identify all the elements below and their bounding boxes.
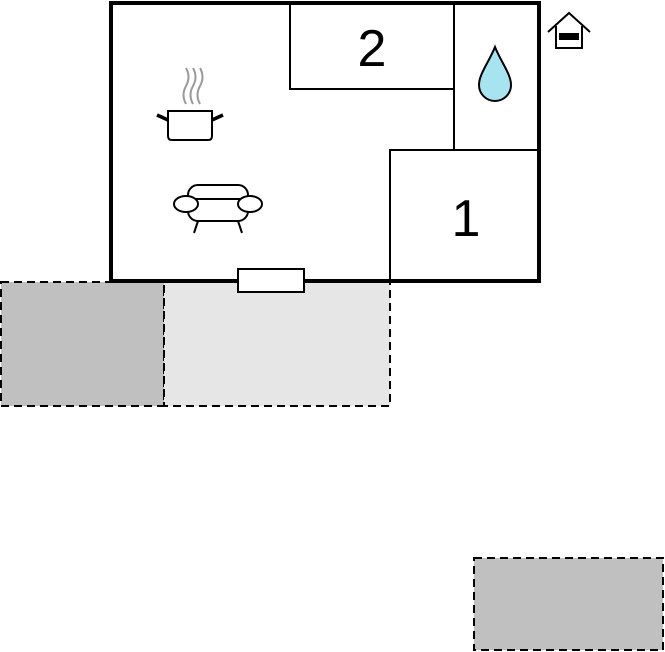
terrace-light xyxy=(163,281,391,407)
house-icon xyxy=(547,11,591,49)
inner-walls xyxy=(289,2,540,282)
entrance-door xyxy=(237,268,305,293)
terrace-dark-left xyxy=(0,281,165,407)
terrace-dark-bottom-right xyxy=(473,557,664,651)
cooking-pot-icon xyxy=(156,67,224,141)
house-outline xyxy=(109,1,541,283)
sofa-icon xyxy=(173,184,263,234)
water-drop-icon xyxy=(477,44,513,102)
terrace-areas xyxy=(0,281,664,651)
room-number-2: 2 xyxy=(358,20,387,78)
bedroom-1-walls xyxy=(389,149,540,282)
room-number-1: 1 xyxy=(452,190,481,248)
